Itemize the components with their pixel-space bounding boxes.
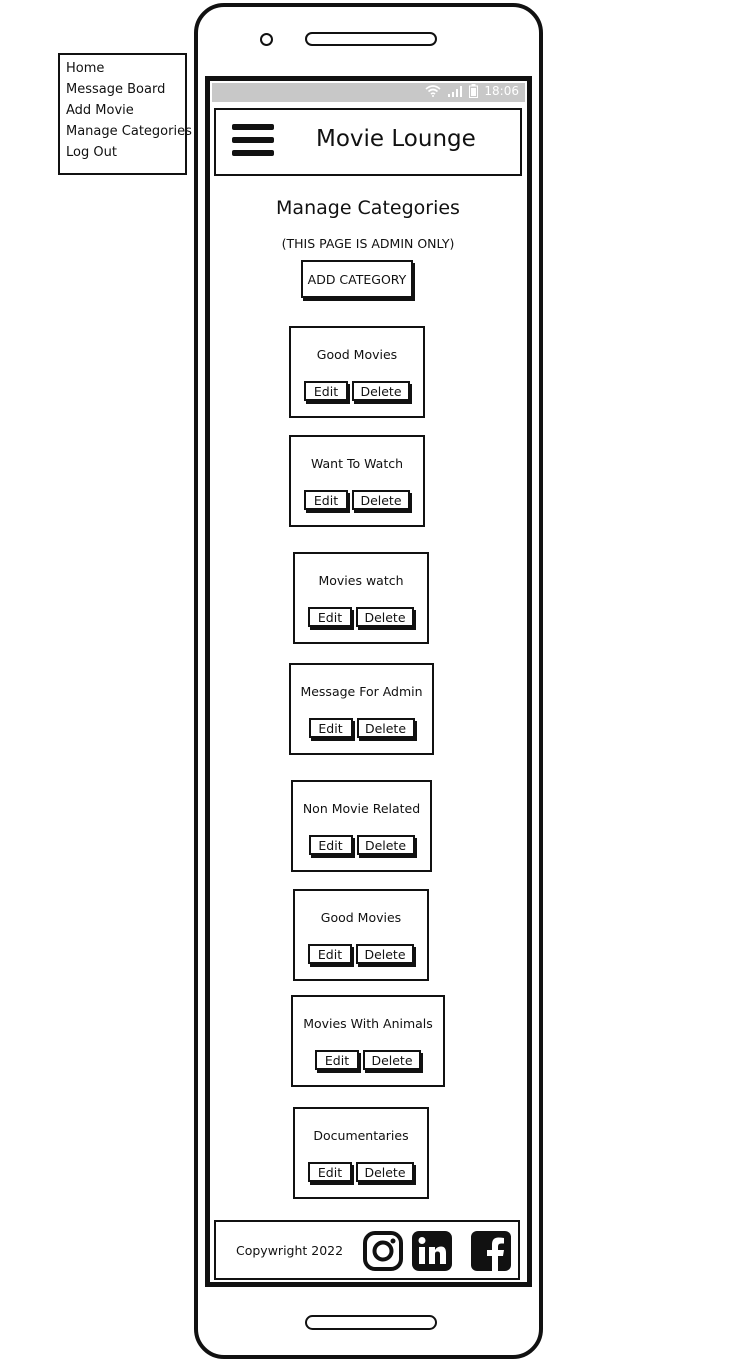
- admin-only-note: (THIS PAGE IS ADMIN ONLY): [281, 236, 455, 251]
- status-icons: 18:06: [425, 84, 519, 98]
- delete-button[interactable]: Delete: [356, 1162, 414, 1182]
- menu-item-add-movie[interactable]: Add Movie: [66, 103, 134, 118]
- category-name: Want To Watch: [310, 456, 404, 471]
- status-bar: 18:06: [212, 83, 525, 102]
- battery-icon: [469, 84, 479, 98]
- hamburger-menu-icon[interactable]: [232, 124, 274, 160]
- delete-button[interactable]: Delete: [352, 381, 410, 401]
- edit-button[interactable]: Edit: [308, 1162, 352, 1182]
- footer: Copywright 2022: [214, 1220, 520, 1280]
- home-button[interactable]: [305, 1315, 437, 1330]
- category-name: Movies watch: [318, 573, 404, 588]
- copyright-text: Copywright 2022: [236, 1243, 344, 1258]
- instagram-icon[interactable]: [362, 1230, 404, 1272]
- delete-button[interactable]: Delete: [356, 944, 414, 964]
- category-card: Documentaries Edit Delete: [293, 1107, 429, 1199]
- side-menu: Home Message Board Add Movie Manage Cate…: [58, 53, 192, 175]
- category-card: Non Movie Related Edit Delete: [291, 780, 432, 872]
- delete-button[interactable]: Delete: [352, 490, 410, 510]
- edit-button[interactable]: Edit: [304, 490, 348, 510]
- delete-button[interactable]: Delete: [356, 607, 414, 627]
- speaker-grille: [305, 32, 437, 46]
- edit-button[interactable]: Edit: [308, 607, 352, 627]
- delete-button[interactable]: Delete: [356, 718, 415, 738]
- wifi-icon: [425, 85, 441, 97]
- category-card: Movies With Animals Edit Delete: [291, 995, 445, 1087]
- menu-item-message-board[interactable]: Message Board: [66, 82, 166, 97]
- category-name: Good Movies: [316, 347, 398, 362]
- app-header: Movie Lounge: [214, 108, 522, 176]
- signal-icon: [448, 86, 463, 97]
- menu-item-manage-categories[interactable]: Manage Categories: [66, 124, 192, 139]
- category-card: Good Movies Edit Delete: [289, 326, 425, 418]
- delete-button[interactable]: Delete: [363, 1050, 421, 1070]
- edit-button[interactable]: Edit: [308, 718, 353, 738]
- category-card: Want To Watch Edit Delete: [289, 435, 425, 527]
- linkedin-icon[interactable]: [411, 1230, 453, 1272]
- menu-item-log-out[interactable]: Log Out: [66, 145, 117, 160]
- edit-button[interactable]: Edit: [315, 1050, 359, 1070]
- category-card: Message For Admin Edit Delete: [289, 663, 434, 755]
- category-name: Documentaries: [313, 1128, 409, 1143]
- delete-button[interactable]: Delete: [356, 835, 415, 855]
- status-time: 18:06: [484, 84, 519, 98]
- edit-button[interactable]: Edit: [308, 944, 352, 964]
- app-title: Movie Lounge: [316, 126, 476, 152]
- facebook-icon[interactable]: [470, 1230, 512, 1272]
- edit-button[interactable]: Edit: [308, 835, 353, 855]
- edit-button[interactable]: Edit: [304, 381, 348, 401]
- category-name: Good Movies: [320, 910, 402, 925]
- category-name: Non Movie Related: [302, 801, 421, 816]
- category-card: Good Movies Edit Delete: [293, 889, 429, 981]
- category-name: Message For Admin: [300, 684, 423, 699]
- add-category-button[interactable]: ADD CATEGORY: [301, 260, 413, 298]
- menu-item-home[interactable]: Home: [66, 61, 105, 76]
- category-name: Movies With Animals: [303, 1016, 433, 1031]
- camera-icon: [260, 33, 273, 46]
- page-title: Manage Categories: [276, 197, 460, 219]
- category-card: Movies watch Edit Delete: [293, 552, 429, 644]
